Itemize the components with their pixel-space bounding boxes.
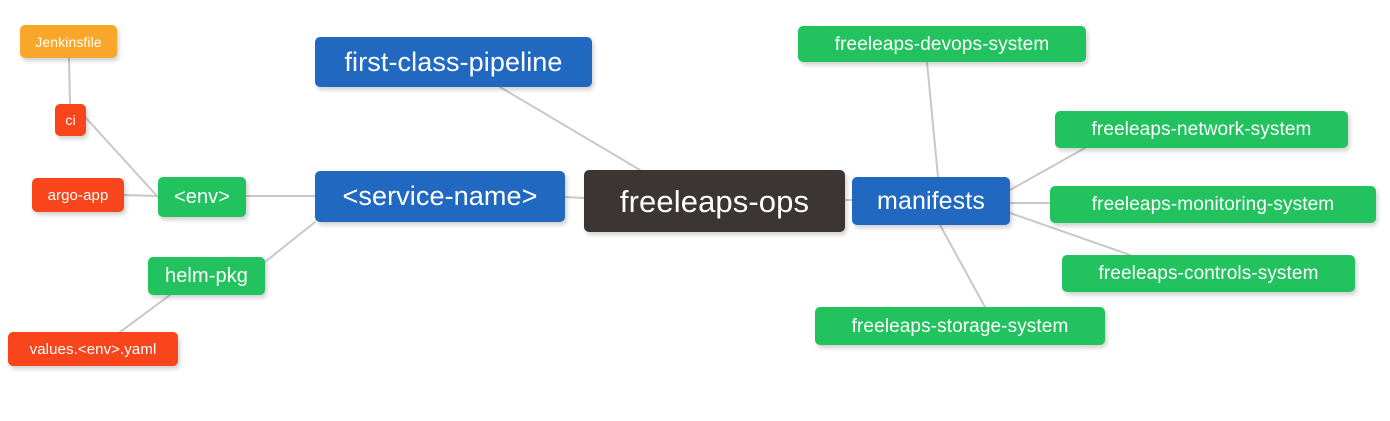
node-manifests[interactable]: manifests [852,177,1010,225]
edge-service-name-to-freeleaps-ops [564,196,585,199]
node-label: freeleaps-devops-system [834,33,1050,55]
node-helm-pkg[interactable]: helm-pkg [148,257,265,295]
node-label: freeleaps-ops [619,183,810,219]
node-jenkinsfile[interactable]: Jenkinsfile [20,25,117,58]
edge-manifests-to-freeleaps-devops-system [926,61,939,178]
edge-ci-to-env [85,117,159,198]
node-label: <service-name> [342,181,538,211]
edge-jenkinsfile-to-ci [68,57,71,105]
node-freeleaps-controls-system[interactable]: freeleaps-controls-system [1062,255,1355,292]
node-label: helm-pkg [164,265,249,287]
node-label: Jenkinsfile [35,33,102,50]
node-values-yaml[interactable]: values.<env>.yaml [8,332,178,366]
node-freeleaps-storage-system[interactable]: freeleaps-storage-system [815,307,1105,345]
edge-manifests-to-freeleaps-storage-system [939,224,986,308]
node-ci[interactable]: ci [55,104,86,136]
edge-manifests-to-freeleaps-controls-system [1009,212,1131,256]
edge-helm-pkg-to-values-yaml [119,294,171,333]
node-label: manifests [877,186,985,215]
edge-service-name-to-helm-pkg [264,221,316,263]
node-label: ci [65,112,76,128]
node-env[interactable]: <env> [158,177,246,217]
node-freeleaps-ops[interactable]: freeleaps-ops [584,170,845,232]
node-label: <env> [173,186,231,208]
edge-manifests-to-freeleaps-network-system [1009,147,1086,191]
node-label: freeleaps-storage-system [851,315,1069,337]
node-freeleaps-devops-system[interactable]: freeleaps-devops-system [798,26,1086,62]
node-label: values.<env>.yaml [29,340,157,358]
node-label: freeleaps-monitoring-system [1091,194,1335,215]
node-first-class-pipeline[interactable]: first-class-pipeline [315,37,592,87]
node-freeleaps-monitoring-system[interactable]: freeleaps-monitoring-system [1050,186,1376,223]
node-argo-app[interactable]: argo-app [32,178,124,212]
node-label: freeleaps-controls-system [1098,263,1319,284]
node-freeleaps-network-system[interactable]: freeleaps-network-system [1055,111,1348,148]
node-label: first-class-pipeline [344,46,563,77]
edge-first-class-pipeline-to-freeleaps-ops [499,86,641,171]
node-service-name[interactable]: <service-name> [315,171,565,222]
edge-argo-app-to-env [123,194,159,197]
node-label: argo-app [47,186,109,204]
node-label: freeleaps-network-system [1091,119,1312,140]
